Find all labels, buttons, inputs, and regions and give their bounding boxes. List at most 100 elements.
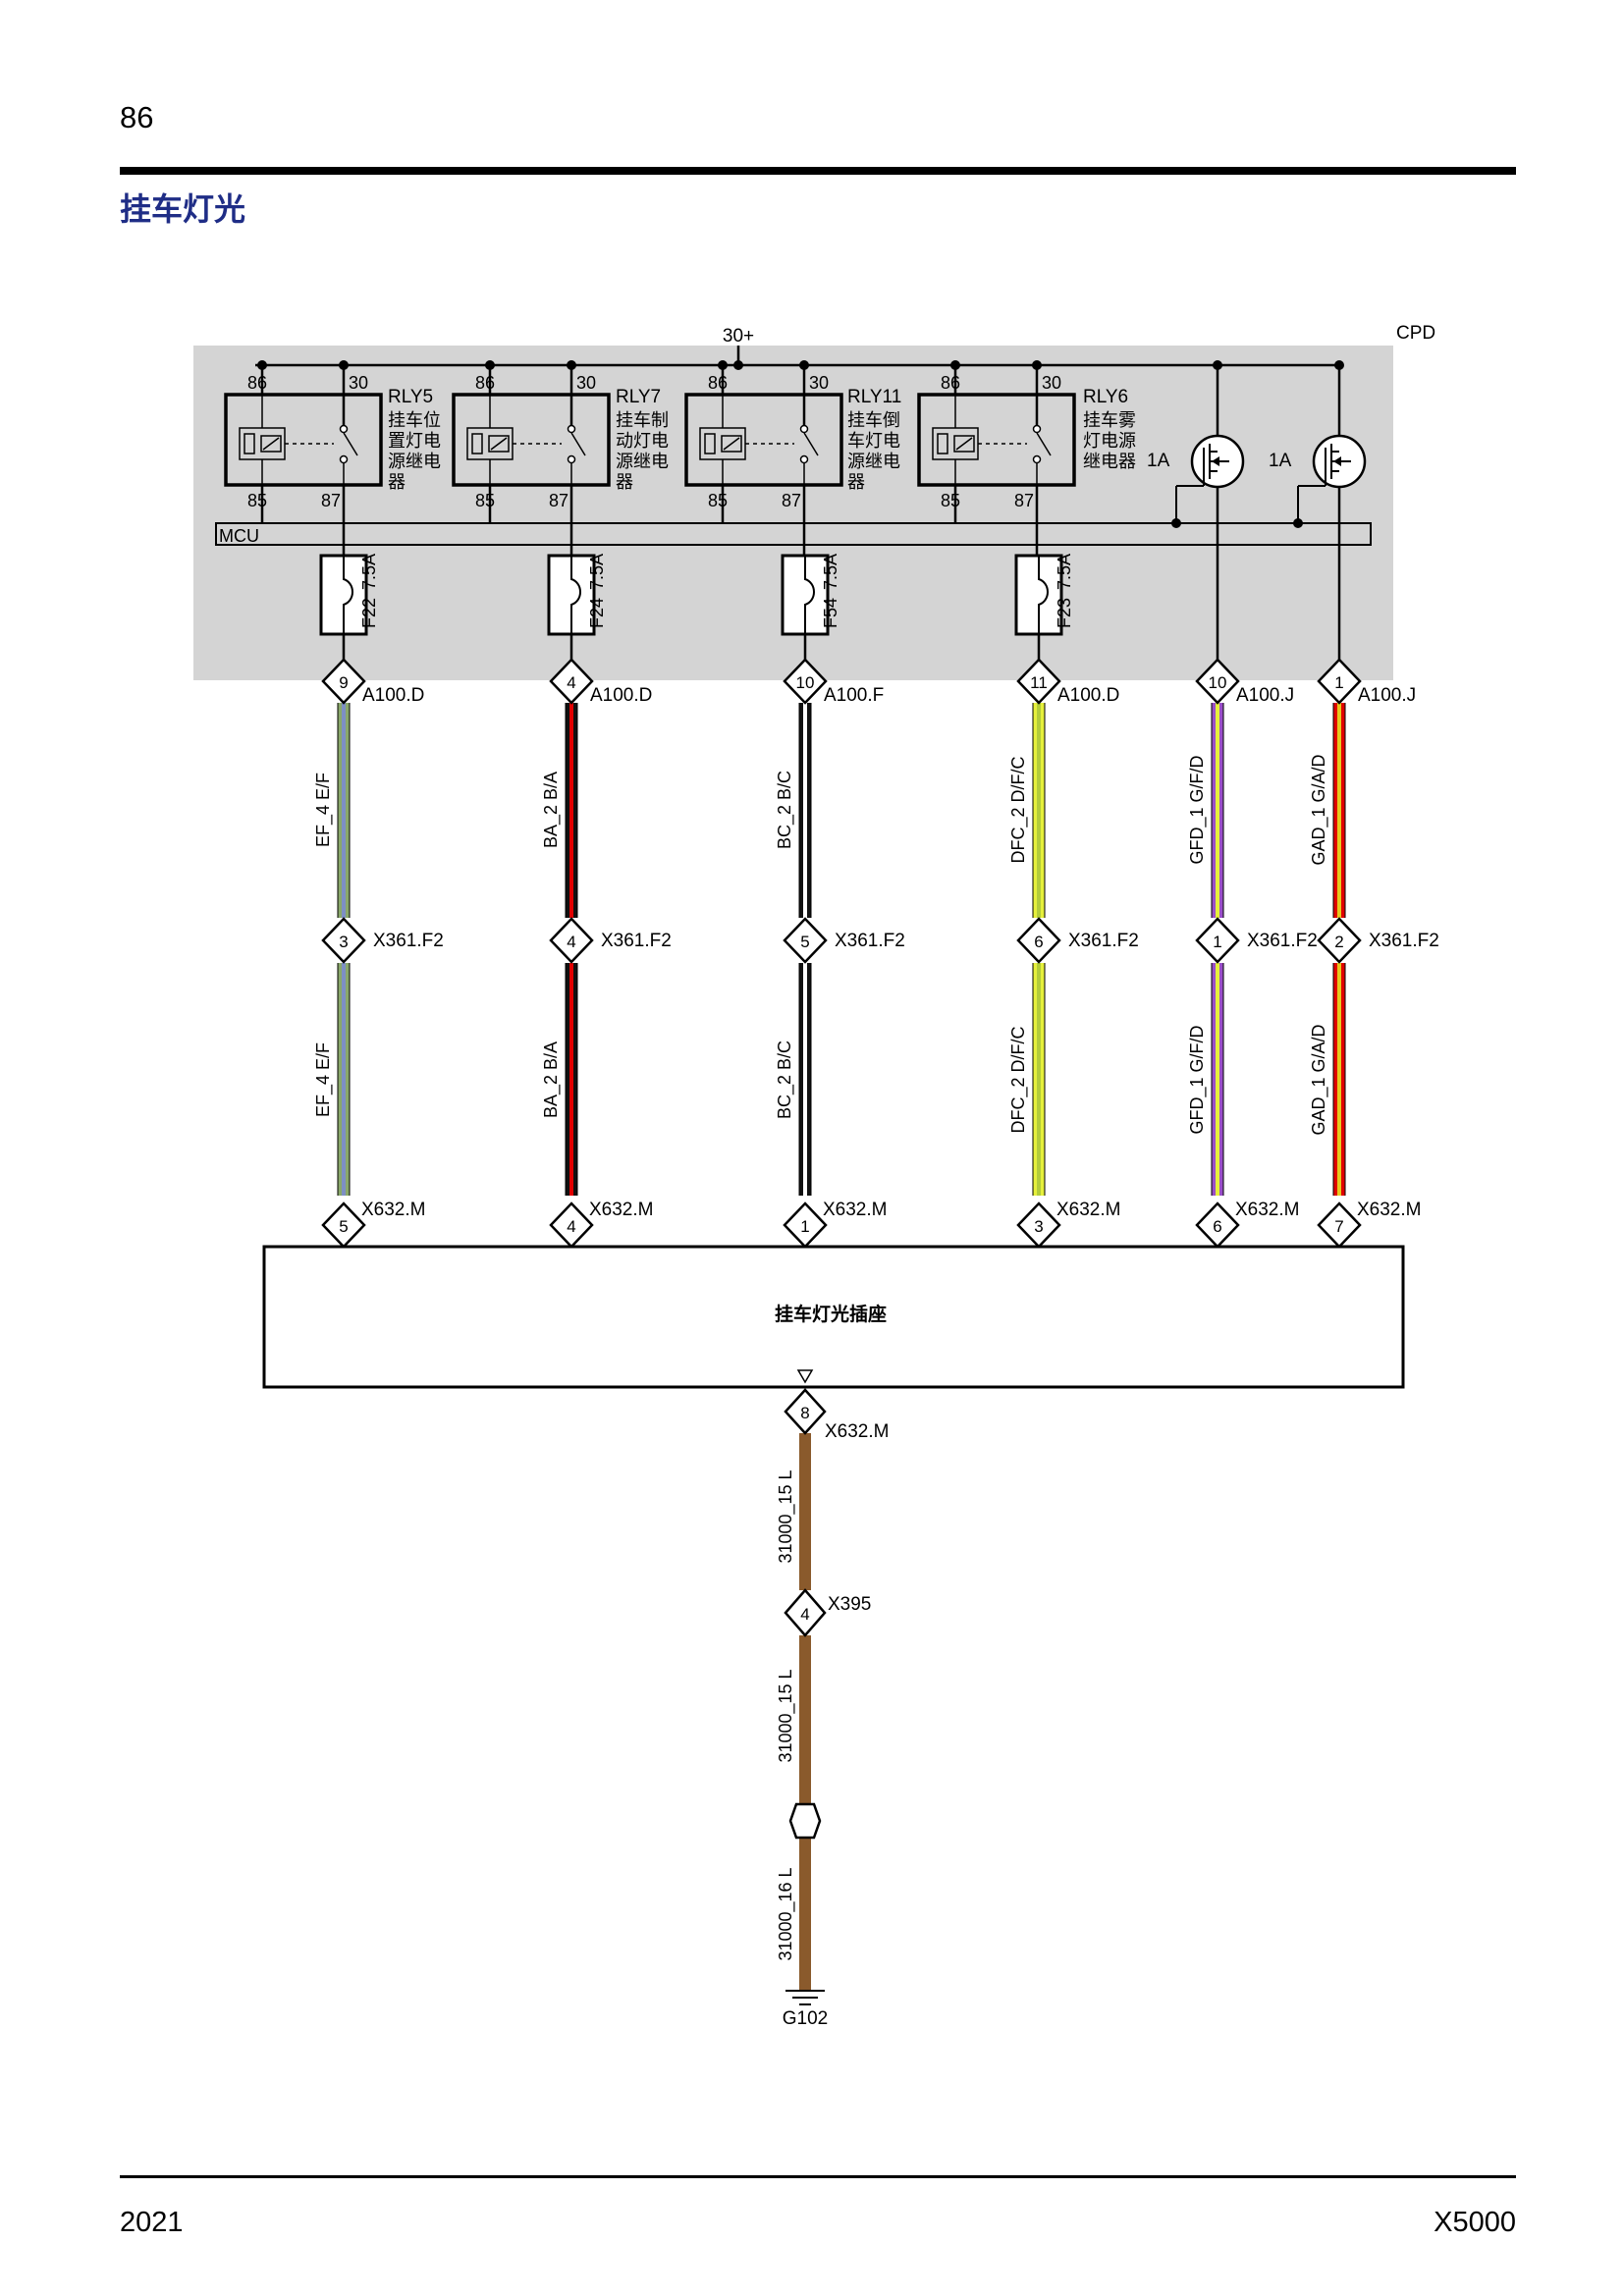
connector-diamond <box>1195 917 1240 964</box>
relay-coil <box>953 435 975 453</box>
relay-id: RLY5 <box>388 387 433 407</box>
wire-tracer <box>803 703 807 918</box>
wire-lower-label: BA_2 B/A <box>541 1041 562 1118</box>
mosfet-gate-junction <box>1293 518 1303 528</box>
fuse-label: F247.5A <box>587 554 607 628</box>
wire-upper-label: EF_4 E/F <box>313 773 334 847</box>
relay-desc-line: 器 <box>847 472 865 493</box>
connector-bottom-3: 1 <box>783 1201 828 1249</box>
wire-lower-label: DFC_2 D/F/C <box>1008 1026 1029 1133</box>
bottom-rule <box>120 2175 1516 2178</box>
relay-desc-line: 挂车雾 <box>1083 410 1136 431</box>
fuse-id: F22 <box>359 598 379 628</box>
wire-upper-label: DFC_2 D/F/C <box>1008 756 1029 863</box>
module-name: CPD <box>1396 323 1435 344</box>
relay-coil-slash <box>955 437 973 451</box>
fuse-rating: 7.5A <box>821 554 840 590</box>
wire-lower-4 <box>1032 963 1046 1196</box>
connector-mid-1: 3 <box>321 917 366 964</box>
relay-id: RLY7 <box>616 387 661 407</box>
wire-upper-5 <box>1211 703 1224 918</box>
connector-bottom-4: 3 <box>1016 1201 1061 1249</box>
fuse-rating: 7.5A <box>587 554 607 590</box>
footer-model: X5000 <box>1434 2207 1516 2238</box>
relay-pin87-label: 87 <box>549 491 568 510</box>
connector-diamond <box>783 917 828 964</box>
page-title: 挂车灯光 <box>120 190 246 228</box>
relay-desc-line: 挂车制 <box>616 410 669 431</box>
connector-pin-number: 4 <box>567 673 575 692</box>
connector-pin-number: 1 <box>800 1217 809 1236</box>
wire-lower-label: GFD_1 G/F/D <box>1187 1025 1208 1134</box>
fuse-f22: F227.5A <box>319 554 379 660</box>
mosfet-2: 1A <box>1269 360 1367 660</box>
relay-contact-no <box>799 454 809 464</box>
connector-top-id: A100.J <box>1358 685 1416 706</box>
mcu-label: MCU <box>219 526 259 546</box>
wire-upper-3 <box>798 703 812 918</box>
supply-junction <box>733 360 743 370</box>
ground-wire-3-label: 31000_16 L <box>776 1867 796 1960</box>
ground-pin-marker <box>796 1369 814 1384</box>
connector-pin-number: 6 <box>1034 933 1043 951</box>
relay-coil <box>260 435 282 453</box>
relay-id: RLY6 <box>1083 387 1128 407</box>
connector-bottom-id: X632.M <box>1235 1200 1299 1220</box>
wire-tracer <box>1216 703 1219 918</box>
connector-diamond <box>549 658 594 705</box>
relay-pin85-label: 85 <box>941 491 960 510</box>
fuse-id: F23 <box>1055 598 1074 628</box>
ground-wire-2-label: 31000_15 L <box>776 1669 796 1762</box>
ground-wire-1-label: 31000_15 L <box>776 1469 796 1563</box>
connector-mid-id: X361.F2 <box>835 931 905 951</box>
connector-diamond <box>321 917 366 964</box>
svg-text:4: 4 <box>800 1605 809 1624</box>
relay-pin30-junction <box>567 360 576 370</box>
relay-coil <box>721 435 742 453</box>
relay-pin30-label: 30 <box>576 373 596 393</box>
relay-coil-slash <box>262 437 280 451</box>
connector-diamond <box>1317 917 1362 964</box>
relay-desc-line: 继电器 <box>1083 452 1136 472</box>
connector-pin-number: 5 <box>339 1217 348 1236</box>
fuse-label: F547.5A <box>821 554 840 628</box>
relay-pin85-label: 85 <box>247 491 267 510</box>
relay-coil-slash <box>723 437 740 451</box>
connector-top-2: 4 <box>549 658 594 705</box>
wire-upper-label: BA_2 B/A <box>541 772 562 848</box>
relay-desc-line: 挂车位 <box>388 410 441 431</box>
connector-mid-id: X361.F2 <box>1068 931 1139 951</box>
connector-diamond <box>783 658 828 705</box>
relay-box <box>917 393 1076 487</box>
connector-diamond <box>321 658 366 705</box>
mcu-bar <box>215 522 1372 546</box>
connector-pin-number: 6 <box>1213 1217 1221 1236</box>
connector-top-1: 9 <box>321 658 366 705</box>
relay-desc-line: 灯电源 <box>1083 431 1136 452</box>
wire-tracer <box>1337 963 1341 1196</box>
wire-upper-label: GFD_1 G/F/D <box>1187 755 1208 864</box>
relay-contact-common <box>339 424 349 434</box>
wire-lower-5 <box>1211 963 1224 1196</box>
ground-connector-2: 4 <box>784 1588 827 1637</box>
connector-diamond <box>1016 917 1061 964</box>
wire-lower-3 <box>798 963 812 1196</box>
ground-symbol <box>785 1990 825 2005</box>
fuse-element <box>570 556 581 634</box>
mosfet-junction <box>1213 360 1222 370</box>
connector-top-id: A100.D <box>362 685 424 706</box>
relay-pin86-label: 86 <box>475 373 495 393</box>
relay-pin30-label: 30 <box>1042 373 1061 393</box>
wire-upper-4 <box>1032 703 1046 918</box>
connector-pin-number: 9 <box>339 673 348 692</box>
connector-mid-id: X361.F2 <box>1369 931 1439 951</box>
fuse-element <box>343 556 353 634</box>
connector-mid-6: 2 <box>1317 917 1362 964</box>
connector-top-id: A100.J <box>1236 685 1294 706</box>
relay-pin86-junction <box>257 360 267 370</box>
relay-coil <box>488 435 510 453</box>
connector-mid-id: X361.F2 <box>373 931 444 951</box>
connector-diamond <box>549 917 594 964</box>
wire-lower-label: BC_2 B/C <box>775 1041 795 1119</box>
